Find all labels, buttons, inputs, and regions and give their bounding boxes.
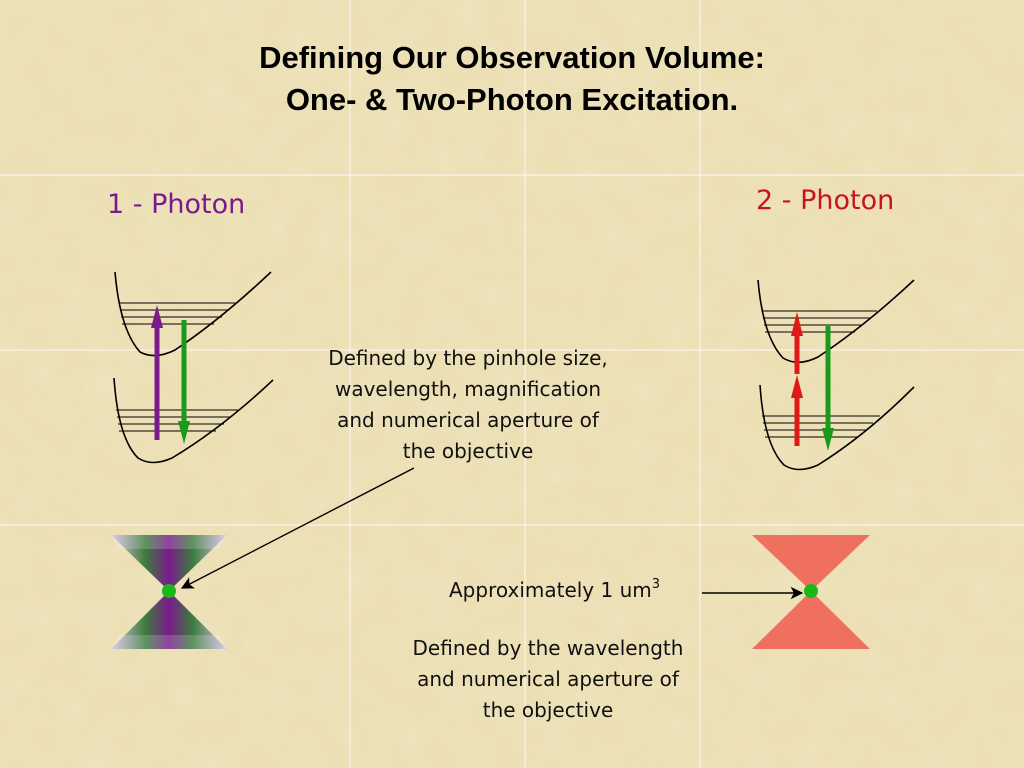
wavelength-definition-caption: Defined by the wavelength and numerical … <box>380 633 716 726</box>
ground-state-vibrational-levels <box>762 415 880 438</box>
excited-state-curve <box>757 279 915 364</box>
emission-arrow-green <box>178 320 190 444</box>
excited-state-curve <box>114 271 272 357</box>
ground-state-vibrational-levels <box>116 409 238 432</box>
approx-volume-label: Approximately 1 um3 <box>449 577 660 602</box>
slide-title-line-1: Defining Our Observation Volume: <box>259 40 765 75</box>
one-photon-focal-point <box>162 584 176 598</box>
caption-line: and numerical aperture of <box>337 408 599 432</box>
two-photon-heading: 2 - Photon <box>756 185 895 216</box>
two-photon-focal-volume <box>752 535 870 649</box>
excitation-arrow-red-upper <box>791 312 803 374</box>
approx-volume-superscript: 3 <box>651 577 661 592</box>
caption-line: the objective <box>402 439 534 463</box>
one-photon-heading: 1 - Photon <box>107 189 246 220</box>
caption-line: Defined by the pinhole size, <box>328 346 608 370</box>
excited-state-well <box>114 271 272 357</box>
pinhole-pointer-arrow <box>180 467 415 589</box>
two-photon-energy-diagram <box>757 279 915 471</box>
one-photon-energy-diagram <box>113 271 274 464</box>
caption-line: the objective <box>482 698 614 722</box>
excited-state-vibrational-levels <box>762 310 877 333</box>
emission-arrow-green <box>822 326 834 451</box>
ground-state-curve <box>113 377 274 464</box>
caption-line: wavelength, magnification <box>334 377 602 401</box>
excited-state-vibrational-levels <box>119 302 235 325</box>
ground-state-well <box>113 377 274 464</box>
ground-state-curve <box>759 384 915 471</box>
slide-title-line-2: One- & Two-Photon Excitation. <box>285 82 739 117</box>
caption-line: Defined by the wavelength <box>412 636 684 660</box>
ground-state-well <box>759 384 915 471</box>
approx-volume-text: Approximately 1 um <box>449 578 652 602</box>
excitation-arrow-purple <box>151 305 163 440</box>
pinhole-definition-caption: Defined by the pinhole size, wavelength,… <box>292 343 644 467</box>
caption-line: and numerical aperture of <box>417 667 679 691</box>
excited-state-well <box>757 279 915 364</box>
one-photon-focal-volume <box>111 535 227 649</box>
two-photon-focal-point <box>804 584 818 598</box>
excitation-arrow-red-lower <box>791 375 803 446</box>
